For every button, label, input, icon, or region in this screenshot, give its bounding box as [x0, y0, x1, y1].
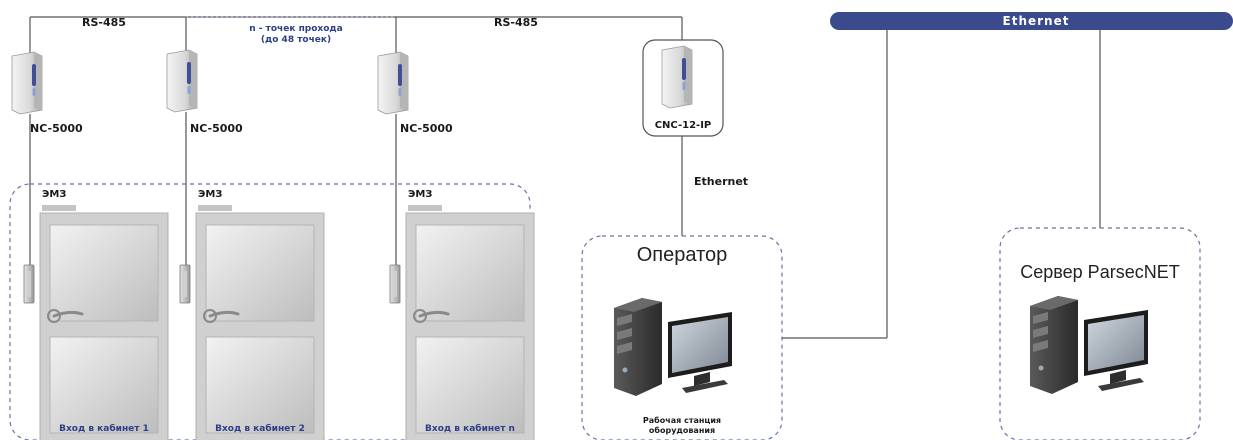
operator-title: Оператор	[636, 244, 728, 266]
cnc-label: CNC-12-IP	[654, 120, 712, 131]
reader-1	[23, 264, 35, 304]
points-note: n - точек прохода (до 48 точек)	[236, 24, 356, 46]
door-caption-1: Вход в кабинет 1	[59, 424, 149, 434]
points-note-line2: (до 48 точек)	[260, 35, 332, 45]
controller-1	[11, 51, 43, 115]
operator-computer	[614, 298, 732, 396]
rs485-label-left: RS-485	[82, 16, 126, 29]
reader-2	[179, 264, 191, 304]
operator-caption-line1: Рабочая станция	[642, 416, 722, 425]
operator-caption-line2: оборудования	[648, 426, 716, 435]
rs485-label-right: RS-485	[494, 16, 538, 29]
controller-3	[377, 51, 409, 115]
door-caption-3: Вход в кабинет n	[425, 424, 515, 434]
door-3	[404, 211, 536, 440]
points-note-line1: n - точек прохода	[249, 24, 343, 34]
controller-2-label: NC-5000	[190, 122, 243, 135]
ethernet-link-label: Ethernet	[694, 175, 749, 188]
door-2	[194, 211, 326, 440]
controller-2	[166, 49, 198, 113]
operator-caption: Рабочая станция оборудования	[612, 416, 752, 436]
door-1	[38, 211, 170, 440]
ethernet-bus	[830, 12, 1233, 30]
lock-label-2: ЭМЗ	[198, 189, 223, 200]
lock-label-1: ЭМЗ	[42, 189, 67, 200]
ethernet-bus-label: Ethernet	[1002, 14, 1070, 28]
server-title: Сервер ParsecNET	[1020, 262, 1180, 282]
server-computer	[1030, 296, 1148, 394]
lock-label-3: ЭМЗ	[408, 189, 433, 200]
controller-1-label: NC-5000	[30, 122, 83, 135]
reader-3	[389, 264, 401, 304]
cnc-controller	[661, 45, 693, 109]
controller-3-label: NC-5000	[400, 122, 453, 135]
door-caption-2: Вход в кабинет 2	[215, 424, 305, 434]
